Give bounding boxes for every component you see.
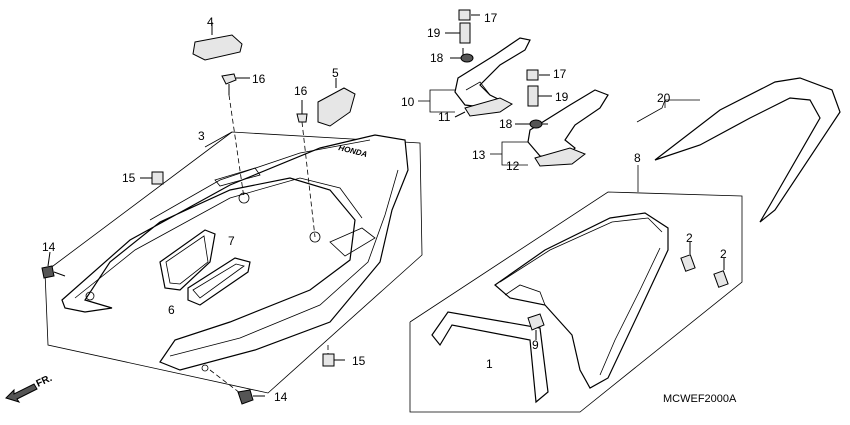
callout-19a: 19 (427, 26, 441, 40)
part-19-bolt-lower (527, 85, 552, 107)
callout-9: 9 (532, 338, 539, 352)
rear-cowl: HONDA (61, 134, 409, 372)
part-2-cushion-right (713, 258, 729, 288)
callout-16a: 16 (252, 72, 266, 86)
callout-3: 3 (198, 129, 205, 143)
part-9-clip (527, 313, 545, 340)
part-2-cushion-left (680, 242, 696, 272)
part-17-cap-lower (526, 69, 550, 81)
callout-6: 6 (168, 303, 175, 317)
callout-20: 20 (657, 91, 671, 105)
bracket-10-11 (418, 89, 455, 113)
callout-13: 13 (472, 148, 486, 162)
part-7-seal (187, 257, 251, 306)
part-10-grab-rail (454, 37, 531, 117)
part-6-seal (159, 229, 216, 291)
callout-2a: 2 (686, 231, 693, 245)
callout-12: 12 (506, 159, 520, 173)
part-8-seat (494, 212, 669, 389)
callout-19b: 19 (555, 90, 569, 104)
part-18-washer-upper (450, 53, 474, 63)
part-14-screw-right (209, 369, 265, 405)
front-direction-arrow-icon: FR. (5, 373, 54, 403)
part-19-bolt-upper (445, 22, 471, 44)
callout-10: 10 (401, 95, 415, 109)
callout-1: 1 (486, 357, 493, 371)
part-17-cap-upper (458, 9, 480, 21)
part-16-bolt-right (296, 100, 316, 238)
part-18-washer-lower (529, 119, 543, 129)
part-15-grommet-left (140, 171, 164, 185)
callout-8: 8 (634, 151, 641, 165)
callout-14b: 14 (274, 390, 288, 404)
callout-15a: 15 (122, 171, 136, 185)
part-20-trim (636, 77, 841, 223)
diagram-code: MCWEF2000A (663, 393, 737, 405)
callout-15b: 15 (352, 354, 366, 368)
callout-17a: 17 (484, 11, 498, 25)
part-4-cover (192, 22, 243, 61)
part-16-bolt-left (221, 73, 250, 199)
part-13-grab-rail (527, 89, 609, 167)
part-15-grommet-right (322, 345, 345, 367)
callout-16b: 16 (294, 84, 308, 98)
callout-14a: 14 (42, 240, 56, 254)
callout-2b: 2 (720, 247, 727, 261)
callout-labels: 1 2 2 3 4 5 6 7 8 9 10 11 12 13 14 14 15… (42, 11, 727, 404)
callout-11: 11 (438, 110, 451, 124)
callout-4: 4 (207, 15, 214, 29)
part-14-screw-left (41, 251, 66, 279)
callout-17b: 17 (553, 67, 567, 81)
svg-text:FR.: FR. (35, 373, 54, 390)
part-1-strip (431, 311, 549, 404)
bracket-12-13 (490, 141, 528, 166)
callout-18a: 18 (430, 51, 444, 65)
seat-group-outline (409, 165, 743, 413)
callout-18b: 18 (499, 117, 513, 131)
callout-5: 5 (332, 66, 339, 80)
callout-7: 7 (228, 234, 235, 248)
part-5-cover (317, 78, 356, 127)
